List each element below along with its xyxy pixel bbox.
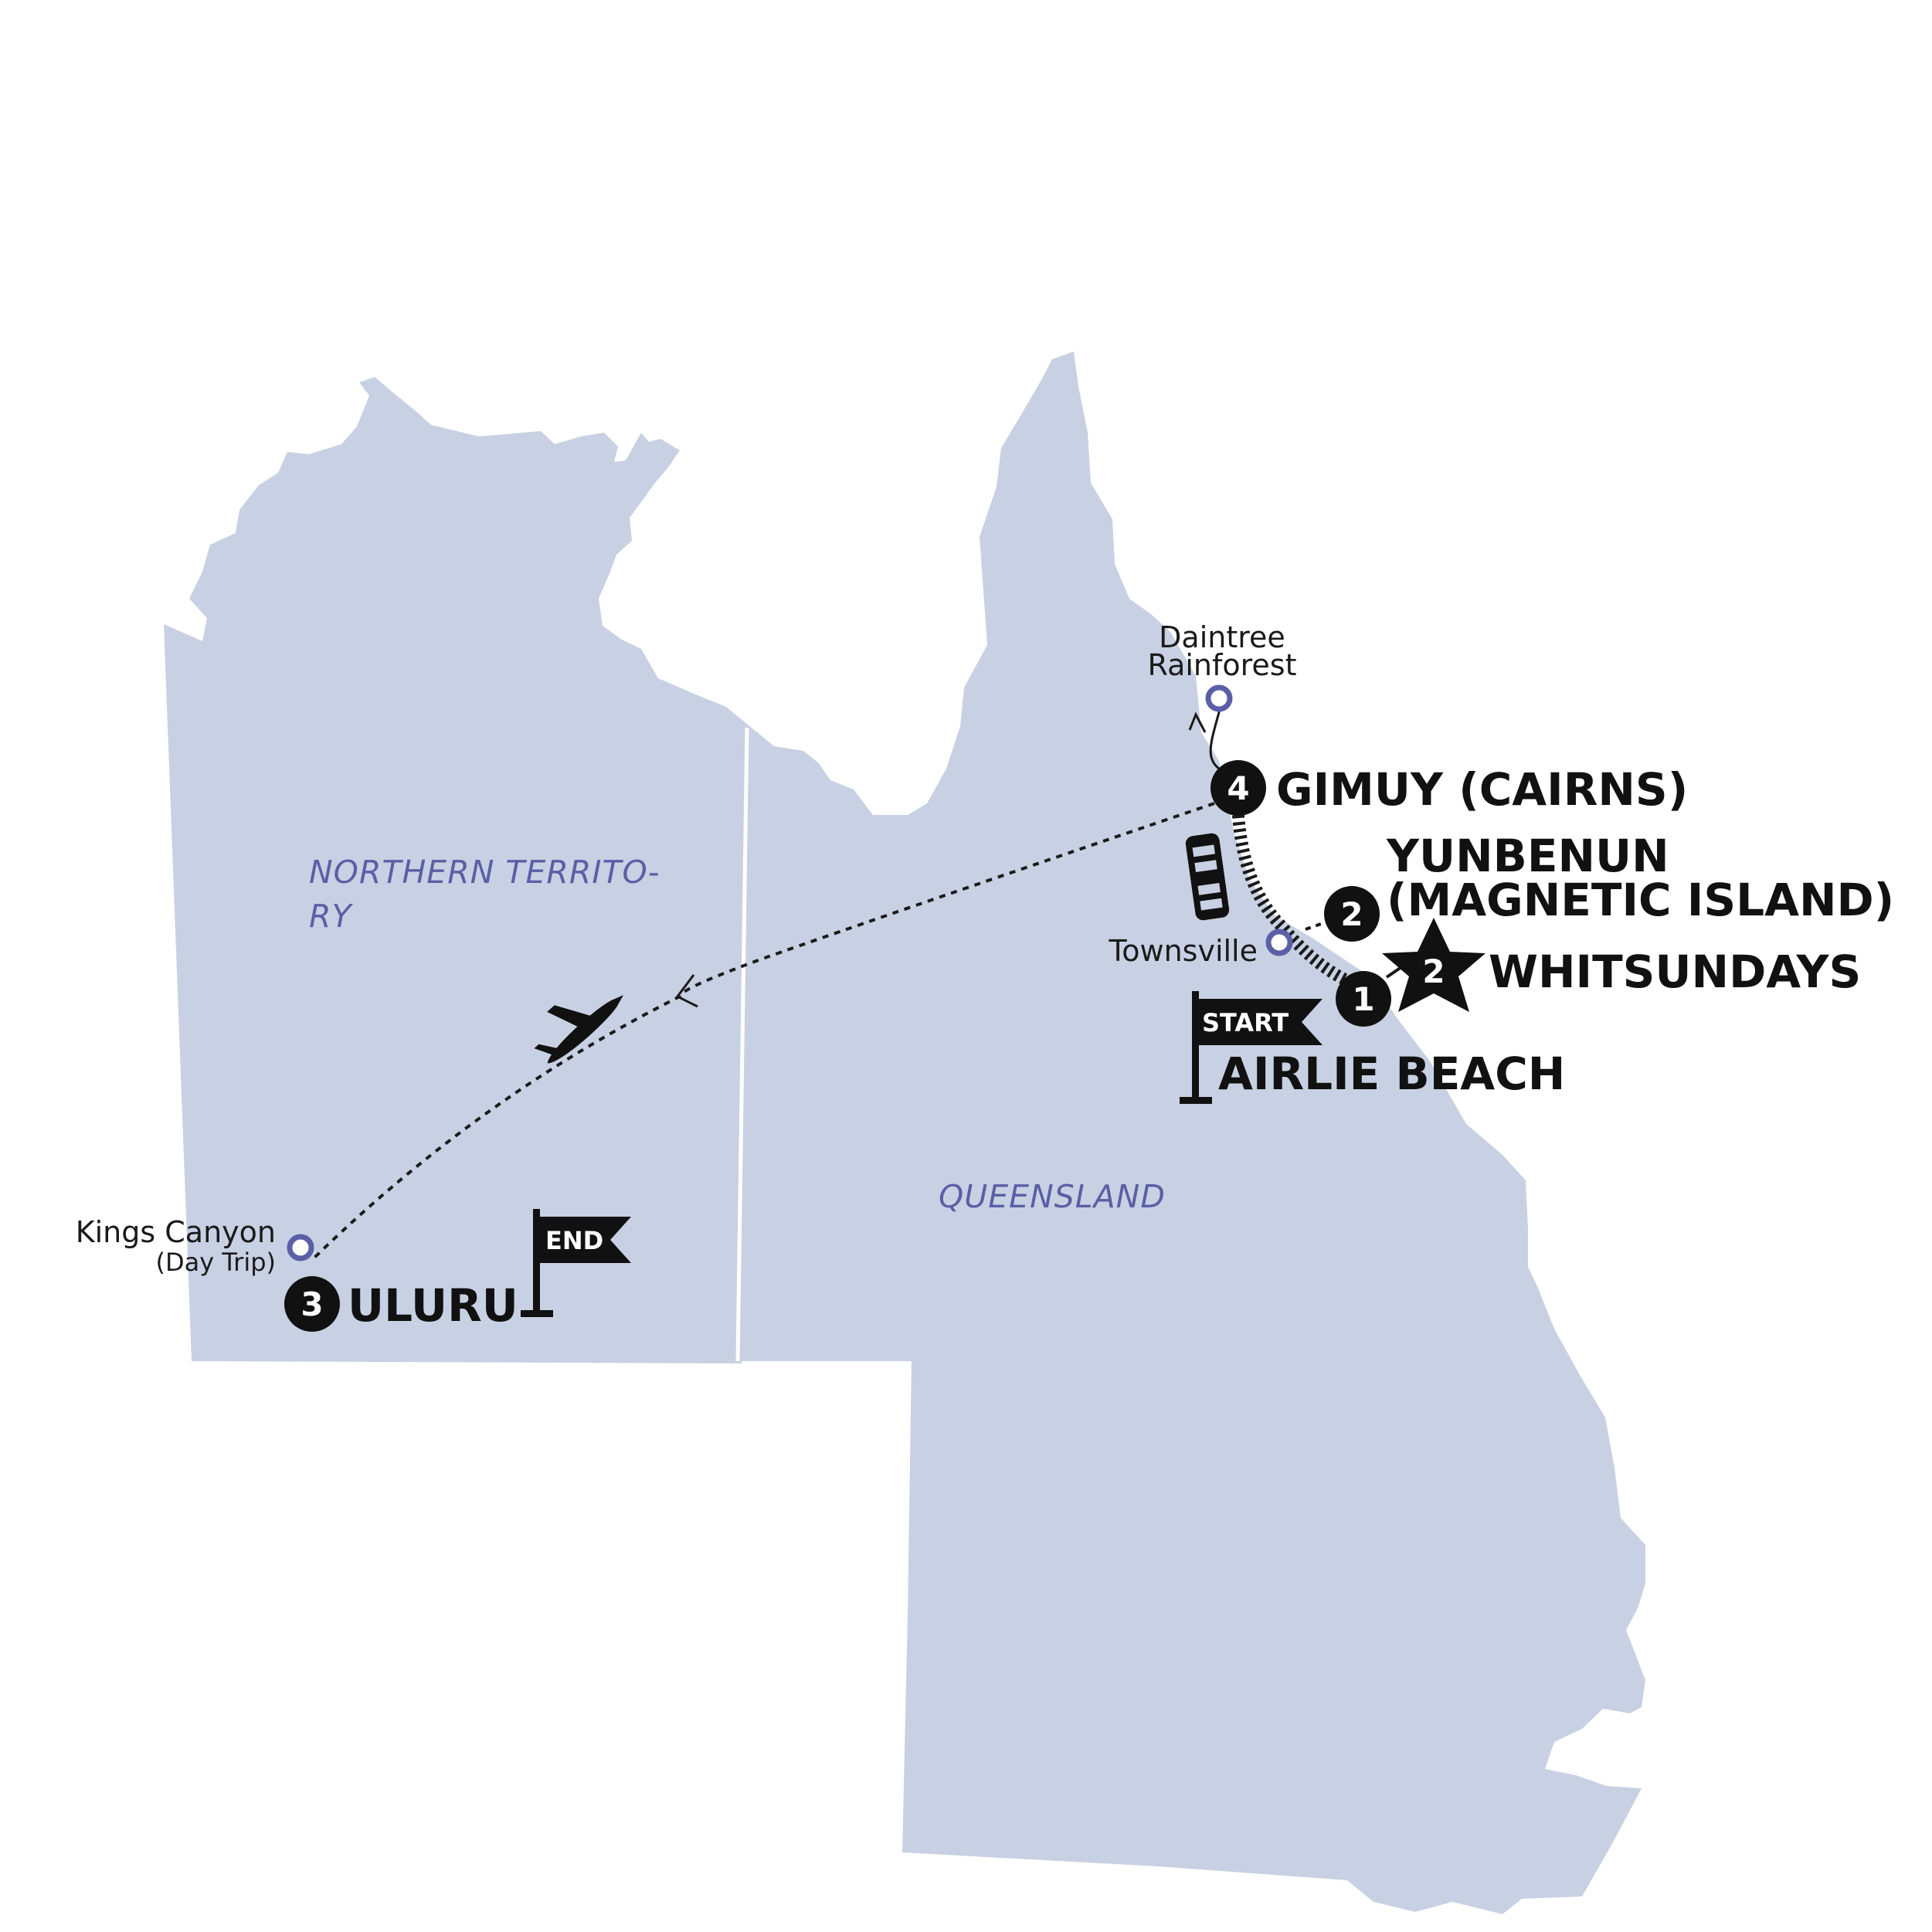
airlie-beach-stop-label: AIRLIE BEACH (1218, 1047, 1565, 1100)
cairns-stop-marker (1210, 760, 1266, 816)
magnetic-island-connector (1305, 922, 1322, 931)
daintree-arrow-icon (1188, 711, 1207, 733)
townsville-marker (1265, 929, 1293, 956)
whitsundays-stop-label: WHITSUNDAYS (1489, 946, 1861, 998)
magnetic-island-stop-marker (1324, 886, 1380, 942)
end-flag-icon (521, 1209, 631, 1317)
northern-territory-label-cont: RY (309, 898, 353, 935)
northern-territory-landmass (164, 377, 748, 1363)
kings-canyon-label: Kings Canyon (76, 1215, 276, 1249)
rail-route (1232, 814, 1366, 993)
start-flag-label: START (1202, 1008, 1289, 1037)
cairns-stop-label: GIMUY (CAIRNS) (1276, 763, 1688, 816)
plane-icon (534, 995, 624, 1064)
magnetic-island-stop-label-2: (MAGNETIC ISLAND) (1387, 874, 1894, 926)
airlie-beach-stop-number: 1 (1352, 980, 1374, 1018)
magnetic-island-stop-number: 2 (1340, 895, 1363, 933)
daintree-label: Daintree (1159, 620, 1285, 654)
daintree-label-2: Rainforest (1148, 648, 1297, 682)
flight-route (311, 802, 1215, 1261)
uluru-stop-label: ULURU (348, 1279, 518, 1332)
cairns-stop-number: 4 (1227, 769, 1249, 807)
queensland-landmass (738, 351, 1645, 1914)
kings-canyon-marker (287, 1234, 314, 1261)
start-flag-icon (1180, 991, 1323, 1104)
daintree-marker (1205, 684, 1233, 712)
townsville-label: Townsville (1108, 934, 1258, 968)
star-icon (1382, 918, 1486, 1012)
northern-territory-label: NORTHERN TERRITO- (309, 854, 660, 891)
flight-arrow-icon (675, 974, 698, 1008)
whitsundays-stop-number: 2 (1422, 952, 1445, 990)
queensland-label: QUEENSLAND (939, 1178, 1166, 1215)
uluru-stop-marker (284, 1276, 340, 1332)
end-flag-label: END (545, 1226, 603, 1255)
magnetic-island-stop-label: YUNBENUN (1386, 830, 1669, 882)
uluru-stop-number: 3 (300, 1285, 323, 1323)
train-icon (1185, 833, 1230, 921)
state-border (735, 727, 749, 1362)
airlie-beach-stop-marker (1336, 971, 1391, 1027)
kings-canyon-note: (Day Trip) (155, 1248, 276, 1277)
